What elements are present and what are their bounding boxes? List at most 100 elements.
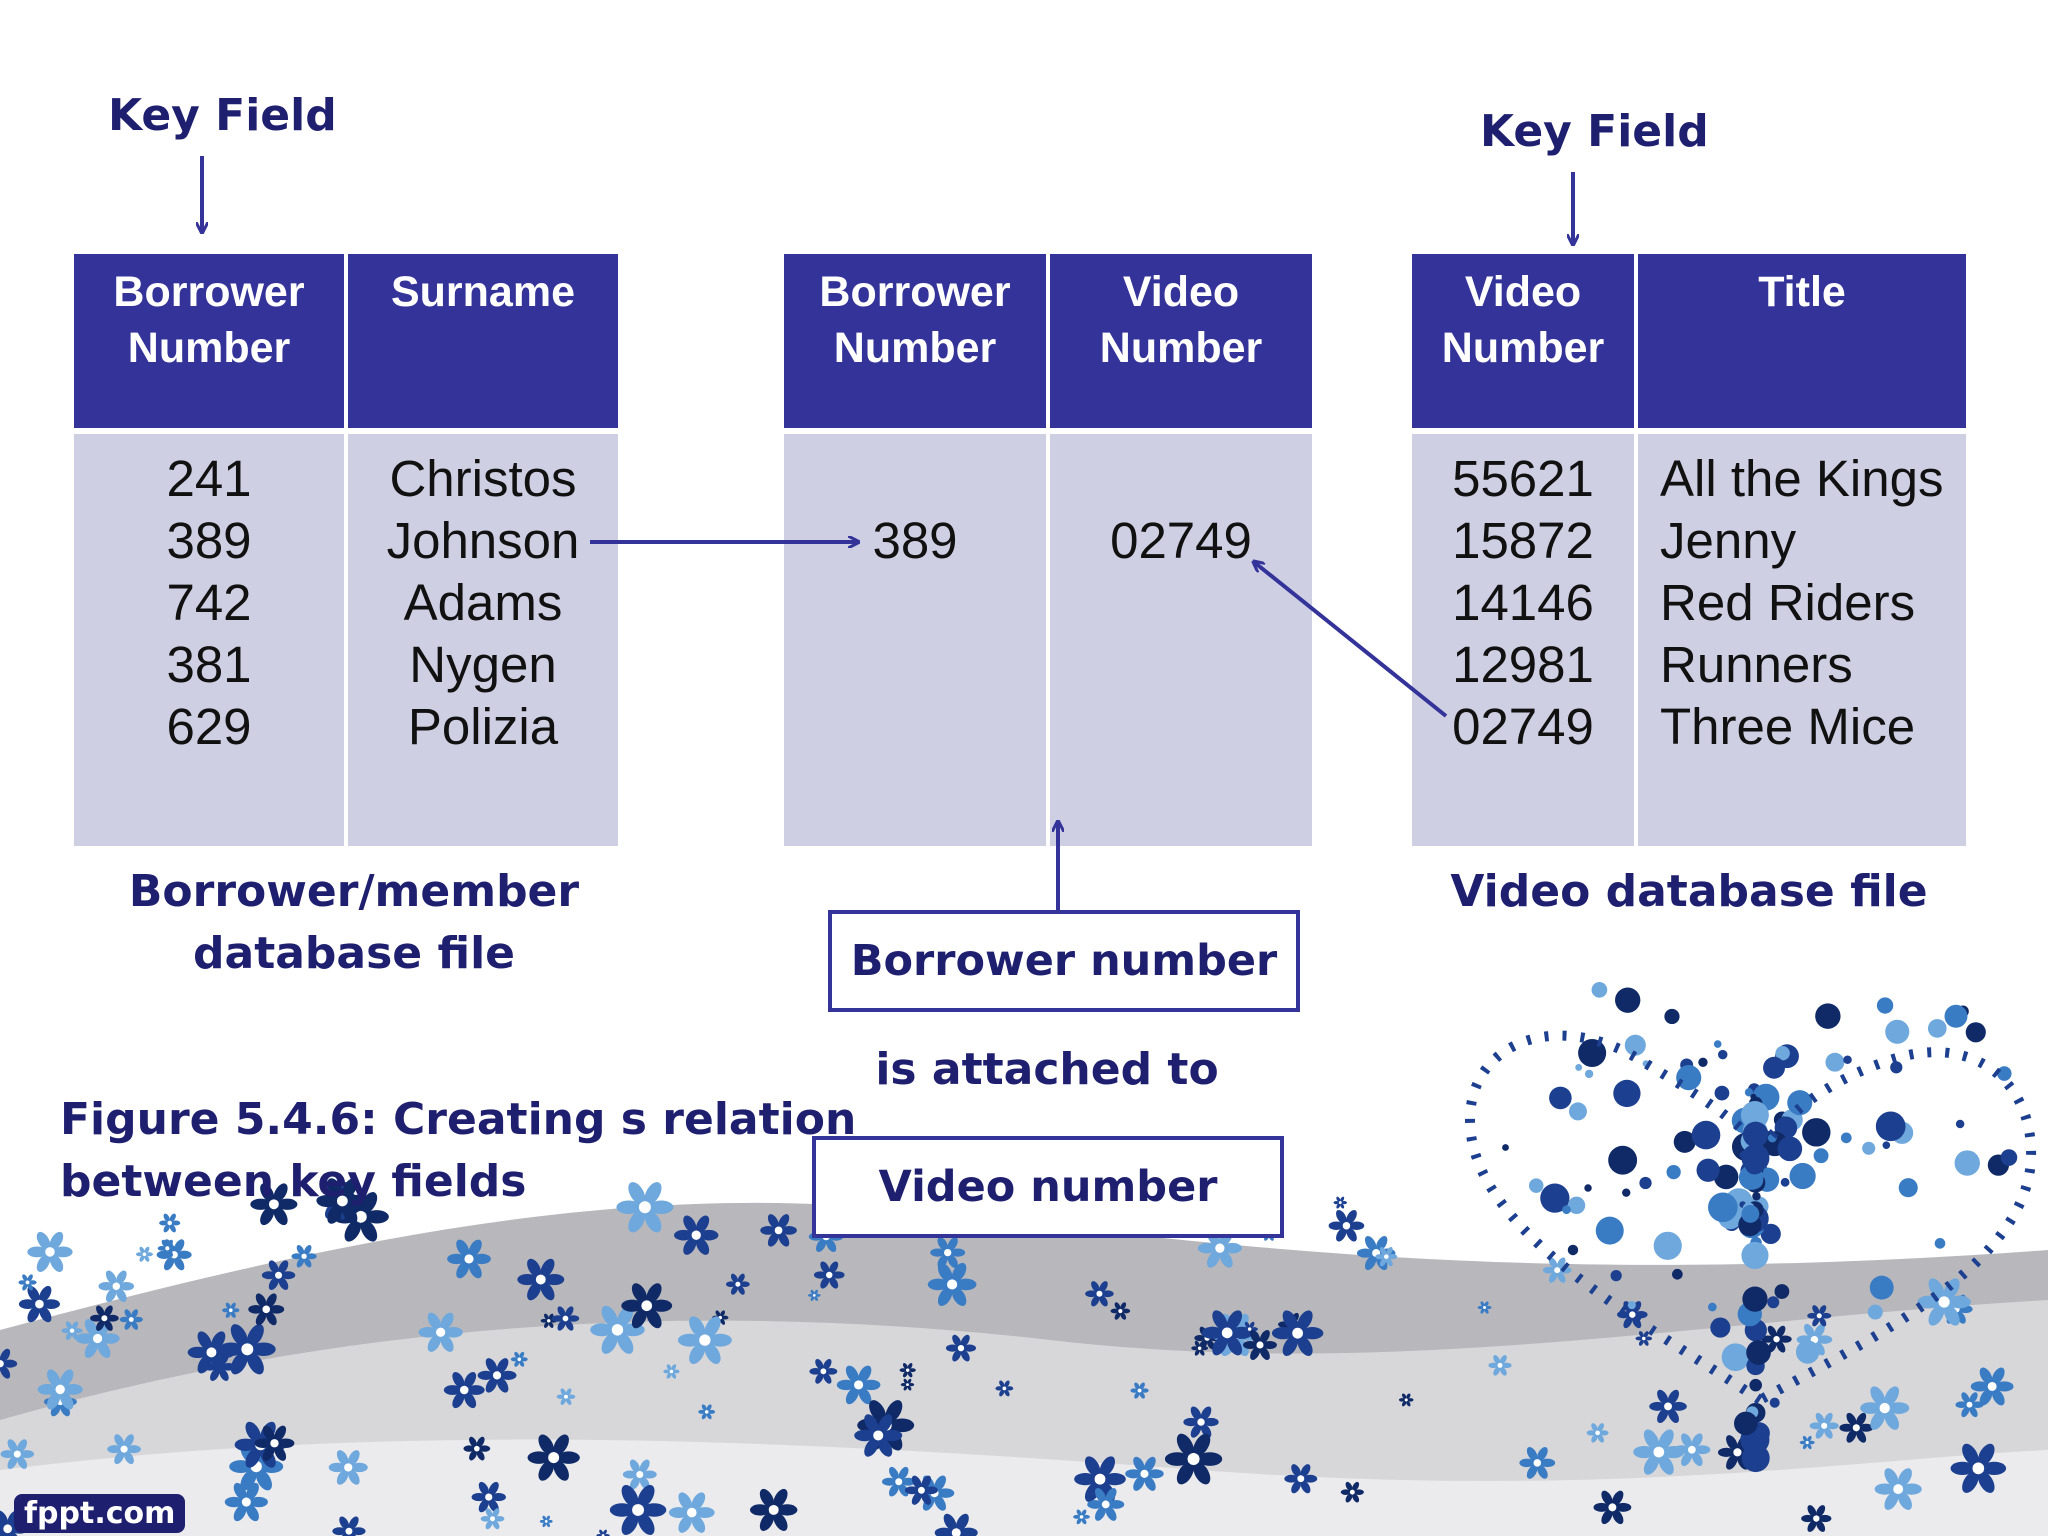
- flower-decoration: [1183, 1406, 1219, 1438]
- attached-to-label: is attached to: [875, 1044, 1219, 1095]
- heart-dot-decoration: [1664, 1008, 1680, 1025]
- flower-decoration: [27, 1231, 73, 1272]
- heart-dot-decoration: [1795, 1340, 1820, 1364]
- flower-decoration: [291, 1245, 317, 1268]
- heart-dot-decoration: [1825, 1052, 1845, 1072]
- heart-dot-decoration: [1965, 1022, 1986, 1043]
- heart-dot-decoration: [1627, 1301, 1636, 1310]
- flower-decoration: [1073, 1509, 1090, 1525]
- heart-dot-decoration: [1721, 1343, 1750, 1372]
- flower-decoration: [1375, 1246, 1398, 1267]
- heart-dot-decoration: [1741, 1204, 1760, 1223]
- flower-decoration: [447, 1239, 491, 1279]
- heart-dot-decoration: [1502, 1144, 1509, 1151]
- heart-dot-decoration: [1741, 1144, 1770, 1173]
- table-cell: 02749: [1452, 698, 1594, 755]
- flower-decoration: [900, 1378, 915, 1391]
- heart-dot-decoration: [1575, 1063, 1583, 1071]
- heart-dot-decoration: [1780, 1177, 1790, 1187]
- heart-dot-decoration: [1750, 1093, 1757, 1100]
- heart-dot-decoration: [1608, 1145, 1638, 1175]
- table-cell: 02749: [1110, 512, 1252, 569]
- flower-decoration: [556, 1388, 576, 1405]
- heart-dot-decoration: [1528, 1178, 1544, 1193]
- heart-dot-decoration: [1789, 1162, 1816, 1190]
- heart-dot-decoration: [1673, 1130, 1696, 1153]
- flower-decoration: [934, 1513, 978, 1536]
- flower-decoration: [1649, 1389, 1687, 1424]
- flower-decoration: [677, 1316, 732, 1364]
- table3-video-number-column: 55621 15872 14146 12981 02749: [1412, 434, 1634, 846]
- table-cell: Polizia: [407, 698, 559, 755]
- heart-dot-decoration: [1746, 1340, 1771, 1365]
- flower-decoration: [157, 1239, 178, 1257]
- flower-decoration: [0, 1348, 18, 1379]
- heart-dot-decoration: [1567, 1244, 1579, 1256]
- heart-dot-decoration: [1734, 1411, 1758, 1436]
- heart-dot-decoration: [1843, 1055, 1852, 1065]
- table-cell: 55621: [1452, 450, 1594, 507]
- heart-dot-decoration: [1875, 1111, 1906, 1142]
- heart-dot-decoration: [1802, 1118, 1831, 1147]
- flower-decoration: [1398, 1393, 1414, 1407]
- heart-dot-decoration: [1568, 1102, 1587, 1121]
- table-cell: 12981: [1452, 636, 1594, 693]
- flower-decoration: [1955, 1392, 1984, 1418]
- table3-header-title: Title: [1638, 254, 1966, 428]
- flower-decoration: [332, 1516, 366, 1536]
- flower-decoration: [698, 1404, 716, 1420]
- heart-dot-decoration: [1698, 1057, 1708, 1067]
- table2-video-number-column: 02749: [1050, 434, 1312, 846]
- flower-decoration: [1519, 1447, 1556, 1479]
- flower-decoration: [18, 1285, 60, 1323]
- flower-decoration: [443, 1371, 485, 1409]
- flower-decoration: [418, 1312, 463, 1352]
- flower-decoration: [510, 1351, 528, 1367]
- heart-dot-decoration: [1869, 1275, 1894, 1300]
- flower-decoration: [480, 1508, 505, 1530]
- flower-decoration: [98, 1270, 135, 1302]
- heart-dot-decoration: [1710, 1317, 1731, 1338]
- flower-decoration: [248, 1293, 285, 1326]
- flower-decoration: [477, 1358, 517, 1393]
- flower-decoration: [725, 1273, 750, 1295]
- heart-dot-decoration: [1624, 1034, 1646, 1056]
- heart-dot-decoration: [1749, 1378, 1762, 1392]
- flower-decoration: [250, 1183, 298, 1226]
- heart-dot-decoration: [1591, 982, 1608, 998]
- flower-decoration: [107, 1434, 141, 1465]
- flower-decoration: [927, 1262, 977, 1306]
- table-cell: Christos: [389, 450, 577, 507]
- flower-decoration: [224, 1482, 268, 1522]
- heart-dot-decoration: [1944, 1004, 1968, 1028]
- table-cell: 15872: [1452, 512, 1594, 569]
- flower-decoration: [18, 1274, 37, 1291]
- table1-caption-line2: database file: [193, 928, 515, 979]
- table1-header-surname: Surname: [348, 254, 618, 428]
- table-cell: 742: [166, 574, 252, 631]
- flower-decoration: [1970, 1367, 2014, 1406]
- flower-decoration: [616, 1182, 674, 1233]
- heart-dot-decoration: [1813, 1148, 1829, 1164]
- heart-dot-decoration: [1696, 1158, 1720, 1182]
- flower-decoration: [904, 1475, 938, 1505]
- table2-borrower-number-column: 389: [784, 434, 1046, 846]
- heart-dot-decoration: [1584, 1184, 1592, 1192]
- heart-dot-decoration: [1713, 1040, 1722, 1048]
- heart-dot-decoration: [1714, 1085, 1730, 1101]
- table-cell: Johnson: [386, 512, 580, 569]
- flower-decoration: [37, 1369, 83, 1410]
- flower-decoration: [668, 1492, 715, 1533]
- flower-decoration: [1807, 1305, 1832, 1327]
- video-number-box: Video number: [812, 1136, 1284, 1238]
- table-cell: Three Mice: [1660, 698, 1916, 755]
- heart-dot-decoration: [1676, 1065, 1702, 1091]
- heart-dot-decoration: [1672, 1268, 1683, 1280]
- heart-dot-decoration: [1890, 1061, 1903, 1074]
- flower-decoration: [1477, 1301, 1492, 1314]
- heart-dot-decoration: [1927, 1019, 1947, 1038]
- heart-dot-decoration: [1584, 1069, 1594, 1079]
- flower-decoration: [621, 1283, 673, 1329]
